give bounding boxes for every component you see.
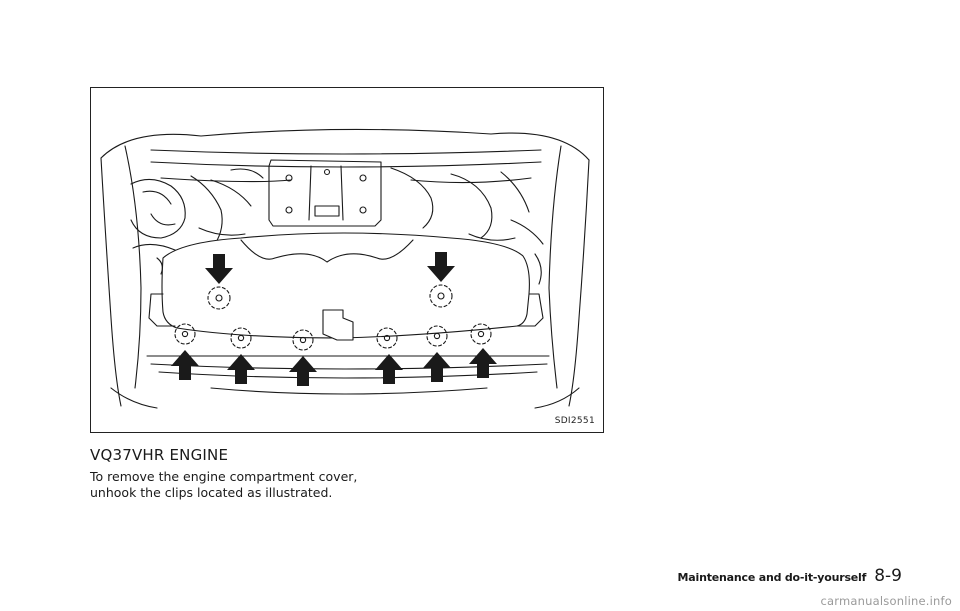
footer-section-title: Maintenance and do-it-yourself xyxy=(677,571,867,584)
engine-cover-illustration: SDI2551 xyxy=(90,87,604,433)
section-heading: VQ37VHR ENGINE xyxy=(90,446,229,464)
figure-code: SDI2551 xyxy=(554,416,595,426)
watermark: carmanualsonline.info xyxy=(820,594,952,608)
page-footer: Maintenance and do-it-yourself 8-9 xyxy=(678,566,902,586)
instruction-text: To remove the engine compartment cover, … xyxy=(90,469,410,501)
engine-compartment-drawing xyxy=(100,128,590,409)
instruction-line-1: To remove the engine compartment cover, xyxy=(90,469,358,484)
instruction-line-2: unhook the clips located as illustrated. xyxy=(90,485,333,500)
arrow-up-icons xyxy=(171,348,497,386)
page-number: 8-9 xyxy=(874,566,902,586)
arrow-down-icons xyxy=(205,252,455,284)
